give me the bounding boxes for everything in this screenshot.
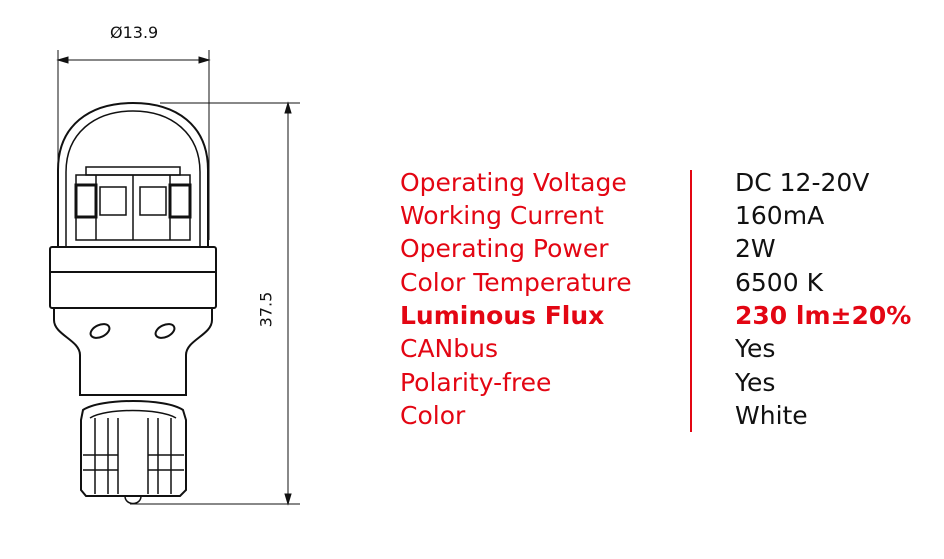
spec-label: Polarity-free [400,368,552,397]
length-label: 37.5 [256,291,276,328]
spec-label: Color Temperature [400,268,632,297]
bulb-dome [57,101,209,247]
vent-hole [154,323,176,339]
spec-value: 160mA [735,201,825,230]
spec-label: Working Current [400,201,604,230]
diameter-label: Ø13.9 [110,23,159,42]
spec-label: CANbus [400,334,498,363]
bulb-base-band [49,246,217,309]
length-dimension [130,101,300,506]
spec-value: White [735,401,808,430]
spec-label: Operating Power [400,234,609,263]
led-chips [74,166,192,241]
spec-label: Operating Voltage [400,168,627,197]
spec-value: 2W [735,234,776,263]
wedge-base [80,400,187,505]
spec-value: Yes [735,368,776,397]
spec-value: 6500 K [735,268,823,297]
spec-label: Color [400,401,466,430]
spec-label-highlight: Luminous Flux [400,301,605,330]
spec-value-highlight: 230 lm±20% [735,301,912,330]
spec-divider [690,170,692,432]
spec-value: DC 12-20V [735,168,870,197]
spec-value: Yes [735,334,776,363]
vent-hole [89,323,111,339]
